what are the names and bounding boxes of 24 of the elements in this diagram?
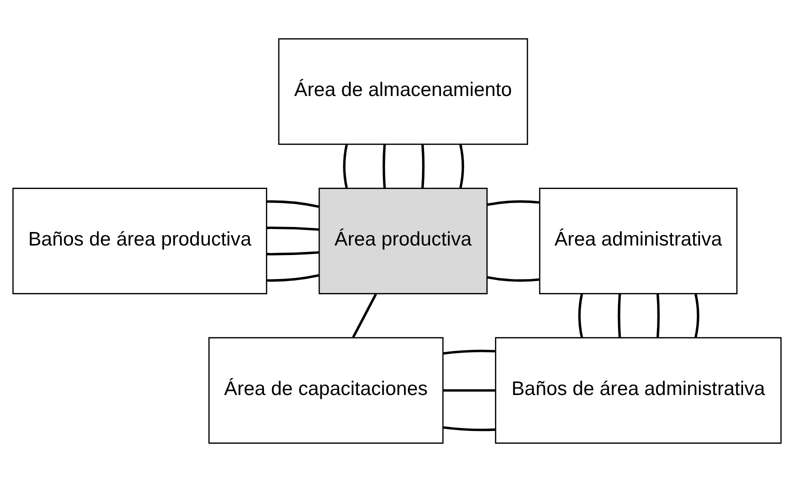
connector xyxy=(443,388,496,392)
connector xyxy=(266,226,320,230)
node-box: Área de capacitaciones xyxy=(208,336,444,444)
connector xyxy=(459,144,464,188)
connector xyxy=(343,144,348,188)
connector xyxy=(266,200,320,208)
node-box: Área productiva xyxy=(318,187,488,294)
connector xyxy=(578,293,584,338)
connector xyxy=(266,274,320,282)
node-box: Área de almacenamiento xyxy=(278,38,528,144)
connector xyxy=(486,200,540,206)
connector xyxy=(656,293,660,337)
connector xyxy=(382,144,386,188)
connector xyxy=(618,293,621,337)
connector xyxy=(486,276,540,282)
connector xyxy=(442,426,496,431)
connector xyxy=(352,292,377,338)
node-box: Baños de área productiva xyxy=(12,187,268,294)
node-box: Baños de área administrativa xyxy=(494,336,782,444)
connector xyxy=(694,293,700,338)
connector xyxy=(442,349,496,354)
connector xyxy=(266,250,320,255)
connector xyxy=(421,144,425,188)
node-box: Área administrativa xyxy=(539,187,738,294)
